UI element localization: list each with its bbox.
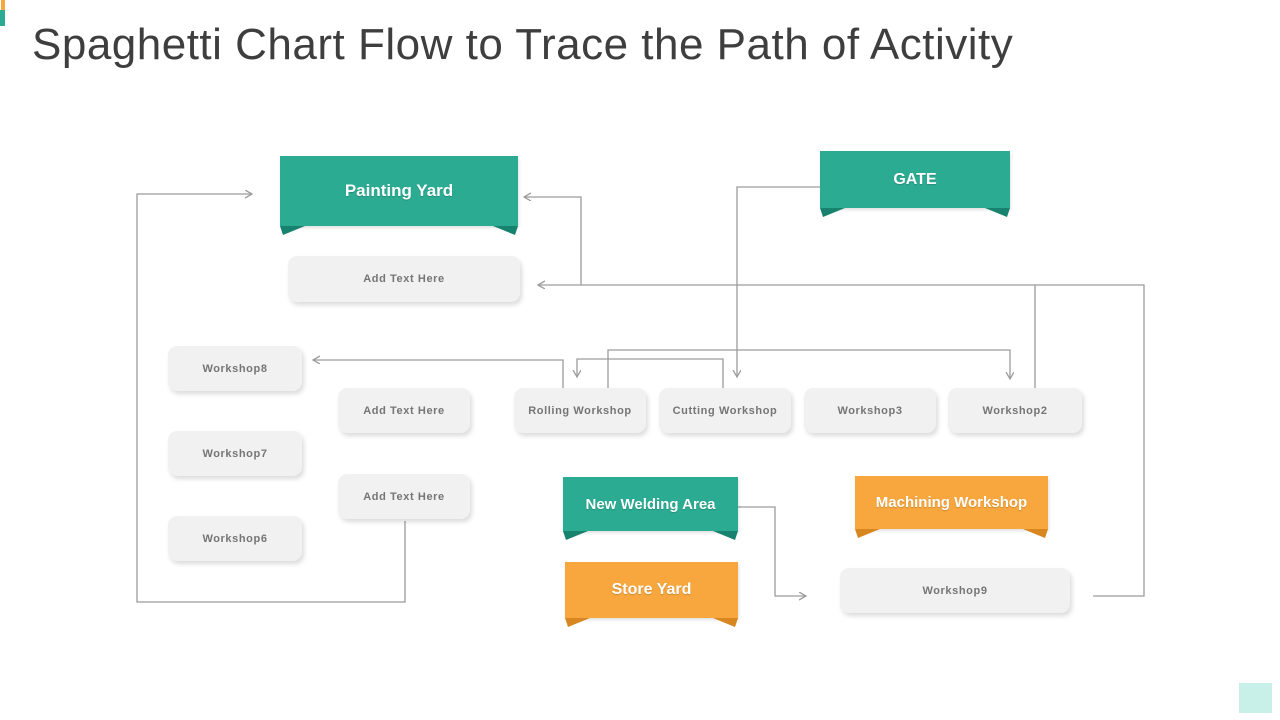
connector-addtext3-to-painting-yard (136, 194, 406, 603)
node-label: New Welding Area (585, 495, 716, 513)
ribbon-fold-right (493, 226, 518, 235)
node-add-text-1: Add Text Here (288, 256, 520, 302)
accent-bar-teal (0, 10, 5, 26)
node-add-text-3: Add Text Here (338, 474, 470, 519)
accent-bar-orange (1, 0, 5, 10)
ribbon-fold-right (713, 618, 738, 627)
node-add-text-2: Add Text Here (338, 388, 470, 433)
ribbon-fold-right (1023, 529, 1048, 538)
ribbon-fold-right (985, 208, 1010, 217)
node-workshop9: Workshop9 (840, 568, 1070, 613)
ribbon-fold-left (820, 208, 845, 217)
node-new-welding-area: New Welding Area (563, 477, 738, 540)
ribbon-fold-right (713, 531, 738, 540)
node-cutting-workshop: Cutting Workshop (659, 388, 791, 433)
node-workshop3: Workshop3 (804, 388, 936, 433)
connector-cutting-to-rolling (577, 358, 724, 388)
ribbon-fold-left (563, 531, 588, 540)
node-painting-yard: Painting Yard (280, 156, 518, 235)
connector-into-painting-yard-right (524, 197, 582, 285)
node-gate: GATE (820, 151, 1010, 217)
node-workshop7: Workshop7 (168, 431, 302, 476)
node-machining-workshop: Machining Workshop (855, 476, 1048, 538)
node-workshop2: Workshop2 (948, 388, 1082, 433)
connector-rolling-to-workshop2 (607, 349, 1010, 388)
connector-right-loop-to-addtext1 (538, 285, 1145, 597)
node-label: GATE (893, 170, 937, 188)
page-title: Spaghetti Chart Flow to Trace the Path o… (32, 20, 1014, 69)
connector-welding-to-workshop9 (738, 506, 806, 596)
node-label: Machining Workshop (875, 494, 1028, 511)
node-label: Painting Yard (344, 181, 454, 200)
ribbon-fold-left (280, 226, 305, 235)
ribbon-fold-left (855, 529, 880, 538)
node-store-yard: Store Yard (565, 562, 738, 627)
connector-rolling-to-workshop8 (313, 360, 564, 388)
node-workshop8: Workshop8 (168, 346, 302, 391)
node-workshop6: Workshop6 (168, 516, 302, 561)
node-label: Store Yard (611, 581, 692, 598)
node-rolling-workshop: Rolling Workshop (514, 388, 646, 433)
connector-gate-to-cutting-workshop (737, 186, 820, 377)
corner-accent-square (1239, 683, 1272, 713)
ribbon-fold-left (565, 618, 590, 627)
